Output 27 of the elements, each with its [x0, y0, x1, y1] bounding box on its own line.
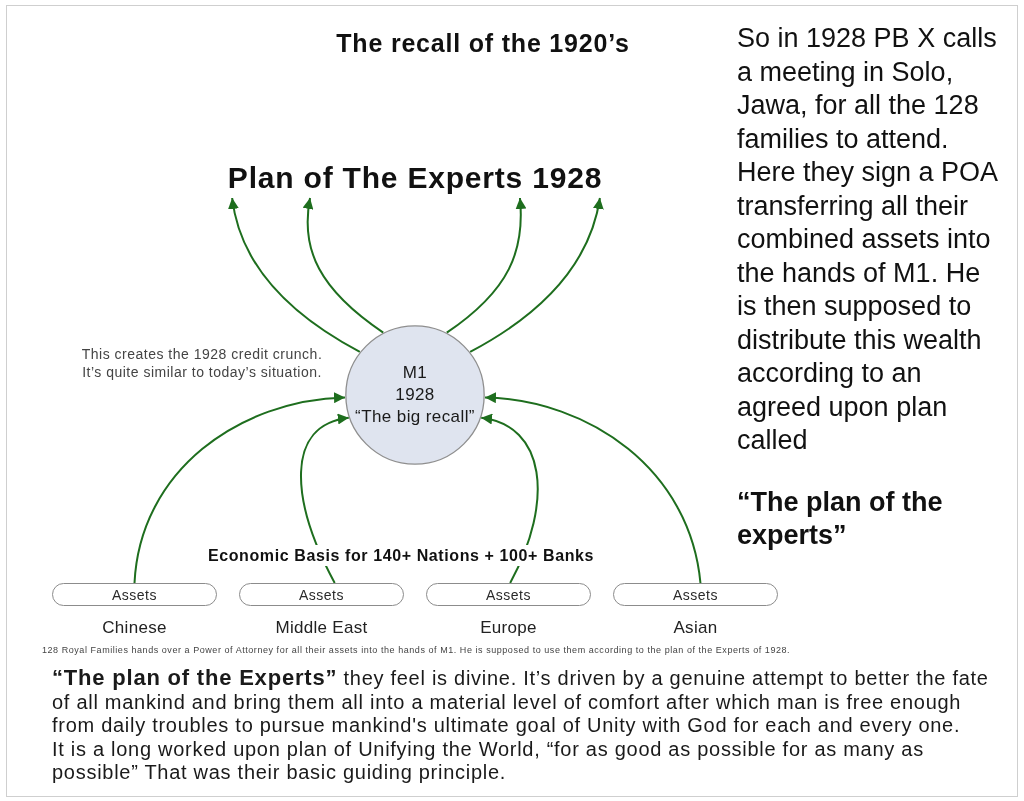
circle-text: M1	[402, 362, 428, 384]
heading: Plan of The Experts 1928	[210, 158, 620, 198]
slide-title: The recall of the 1920’s	[336, 28, 630, 59]
pill-box: Assets	[52, 583, 217, 606]
body-text: So in 1928 PB X calls a meeting in Solo, Jawa, for all the 128 families to attend. Here they sign a POA transferring all their combined assets into the hands of M1. He is then supposed to distribute this wealth according to an agreed upon plan called	[737, 22, 999, 457]
pill-box: Assets	[426, 583, 591, 606]
arrow	[303, 197, 385, 334]
pill-box: Assets	[239, 583, 404, 606]
paragraph: “The plan of the Experts” they feel is divine. It’s driven by a genuine attempt to better the fate of all mankind and bring them all into a material level of comfort after which man is free enough from daily troubles to pursue mankind's ultimate goal of Unity with God for each and every one.	[52, 667, 990, 738]
region-label: Europe	[480, 618, 537, 638]
pill-box: Assets	[613, 583, 778, 606]
arrow	[469, 197, 604, 353]
region-label: Chinese	[102, 618, 167, 638]
circle-text: 1928	[395, 384, 435, 406]
circle-text: “The big recall”	[355, 406, 475, 428]
region-label: Middle East	[275, 618, 368, 638]
arrow	[480, 414, 539, 584]
arrow	[228, 197, 361, 353]
arrow	[483, 392, 702, 584]
arrow	[445, 197, 527, 334]
quote-heading: “The plan of the experts”	[737, 485, 944, 552]
arrow	[300, 414, 350, 584]
paragraph: It is a long worked upon plan of Unifying the World, “for as good as possible for as many as possible” That was their basic guiding principle.	[52, 737, 925, 785]
region-label: Asian	[673, 618, 718, 638]
note-text: This creates the 1928 credit crunch. It’s quite similar to today’s situation.	[80, 345, 324, 381]
circle-node	[345, 325, 485, 465]
footnote-text: 128 Royal Families hands over a Power of Attorney for all their assets into the hands of M1. He is supposed to use them according to the plan of the Experts of 1928.	[42, 645, 791, 656]
